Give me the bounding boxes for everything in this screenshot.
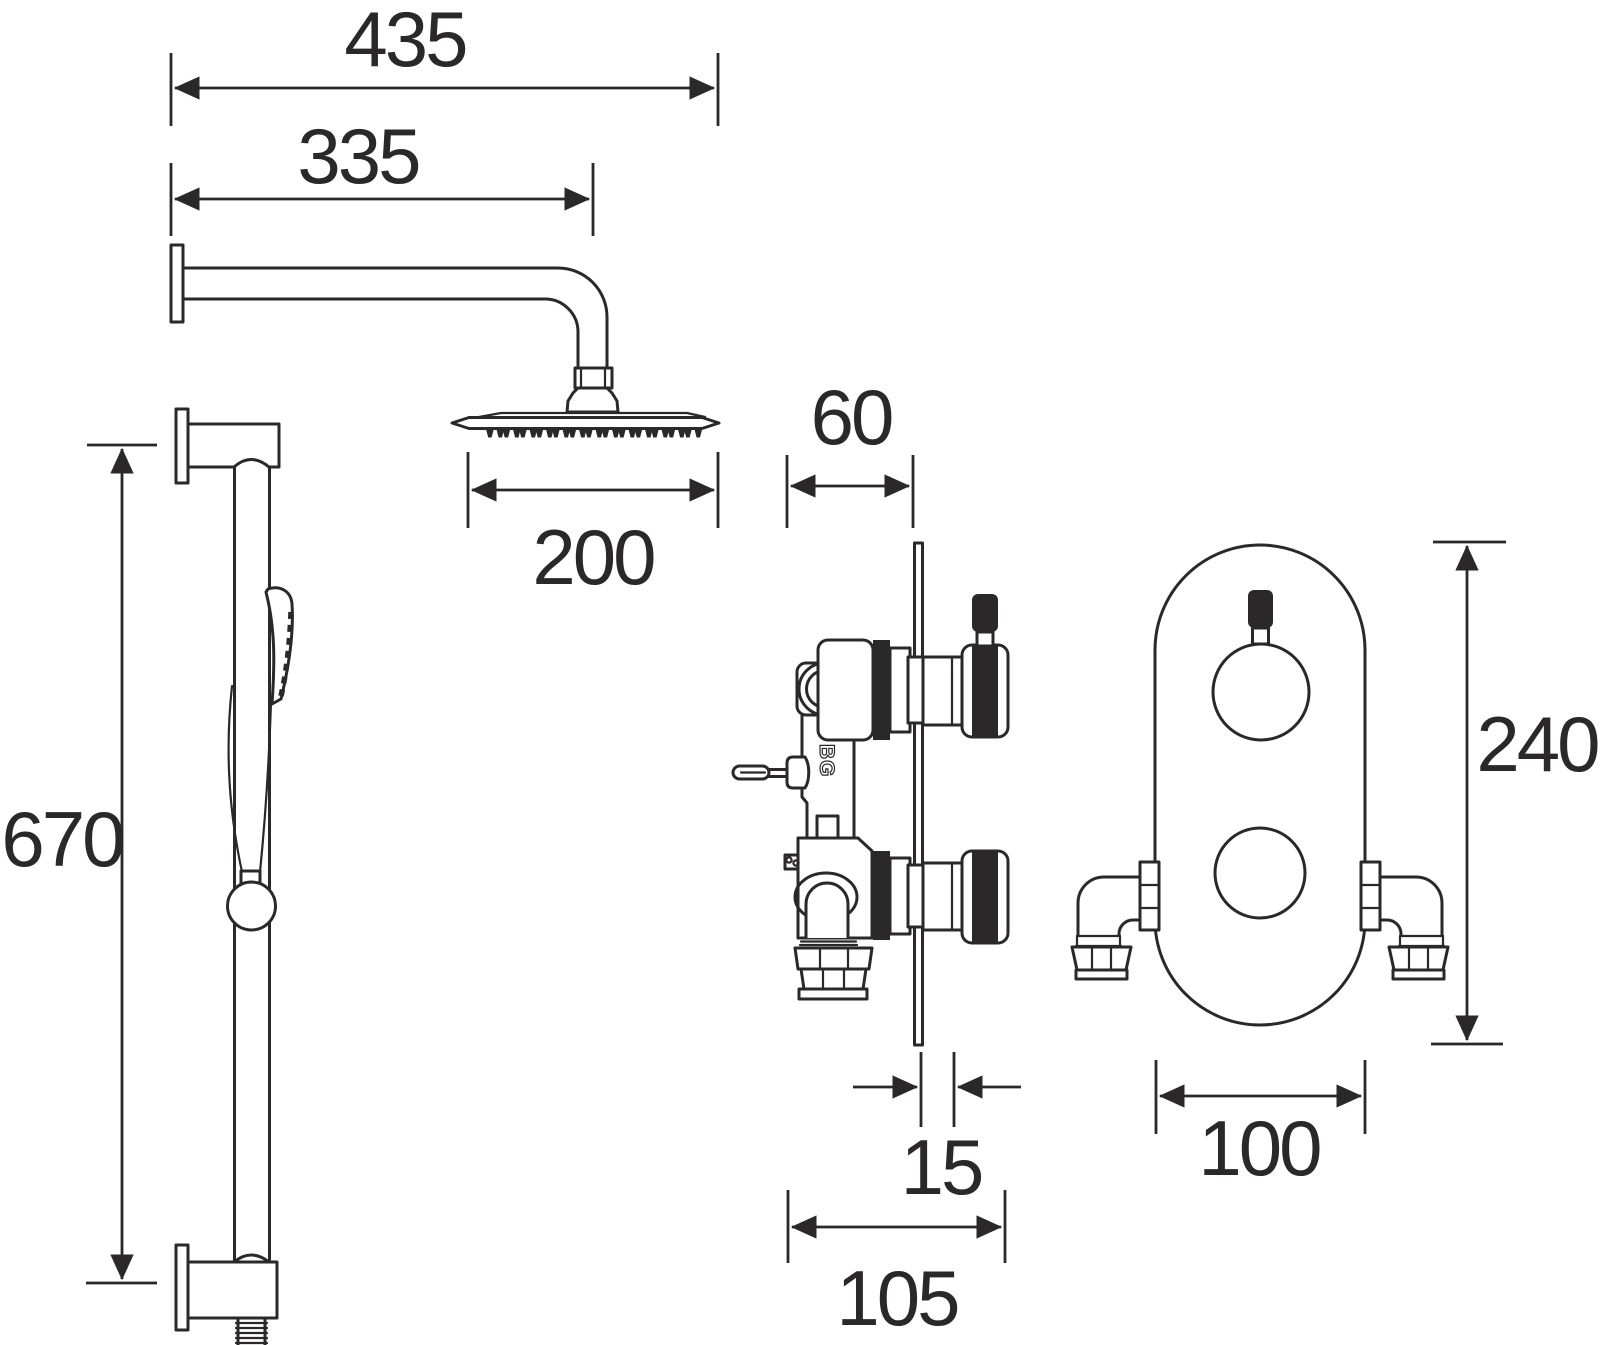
shower-head (450, 411, 721, 438)
valve-faceplate (1153, 543, 1367, 1027)
dimension-label-435: 435 (344, 0, 466, 83)
dimension-label-15: 15 (901, 1123, 982, 1211)
dimension-label-200: 200 (532, 513, 654, 601)
dimension-arm-to-head-centre: 335 (169, 112, 595, 236)
hose-outlet (234, 1316, 269, 1345)
shower-arm-side-view (169, 243, 721, 438)
dimension-valve-projection: 60 (785, 373, 915, 528)
handset-on-rail (264, 586, 294, 706)
valve-lower-body (783, 836, 874, 1001)
rail-bottom-outlet-bracket (174, 1243, 279, 1332)
valve-wall-plate-edge (913, 541, 924, 1047)
dimension-head-width: 200 (466, 452, 720, 601)
dimension-label-335: 335 (297, 112, 419, 200)
temperature-knob-front (1211, 642, 1311, 742)
shower-head-nozzles (486, 429, 703, 438)
dimension-arm-projection: 435 (169, 0, 720, 126)
dimension-label-60: 60 (811, 373, 892, 461)
dimension-faceplate-width: 100 (1154, 1060, 1367, 1192)
dimension-valve-overall-depth: 105 (786, 1190, 1007, 1342)
valve-body-marking: BG (815, 744, 838, 778)
rail-top-bracket (186, 422, 281, 469)
temperature-knob-side (921, 594, 1010, 739)
diverter-lever-pin (731, 755, 811, 790)
dimension-faceplate-height: 240 (1431, 540, 1600, 1046)
rail-slider-clip (226, 869, 277, 932)
flow-knob-side (921, 849, 1010, 945)
dimension-rail-length: 670 (1, 443, 157, 1285)
left-elbow-fitting (1070, 860, 1161, 981)
valve-front-view (1070, 543, 1450, 1027)
valve-side-view: BG (731, 541, 1010, 1047)
dimension-plate-thickness: 15 (853, 1052, 1021, 1211)
dimension-label-240: 240 (1476, 700, 1598, 788)
right-elbow-fitting (1359, 860, 1450, 981)
flow-knob-front (1213, 826, 1307, 920)
arm-wall-plate (169, 243, 185, 324)
slide-rail-side-view (174, 407, 294, 1345)
head-cone-connector (565, 386, 620, 414)
rail-top-wall-plate (174, 407, 190, 485)
dimension-label-100: 100 (1198, 1104, 1320, 1192)
dimension-label-105: 105 (836, 1254, 958, 1342)
front-knob-paddle (1248, 590, 1273, 628)
knob-paddle-handle (972, 594, 998, 632)
dimension-label-670: 670 (1, 795, 123, 883)
